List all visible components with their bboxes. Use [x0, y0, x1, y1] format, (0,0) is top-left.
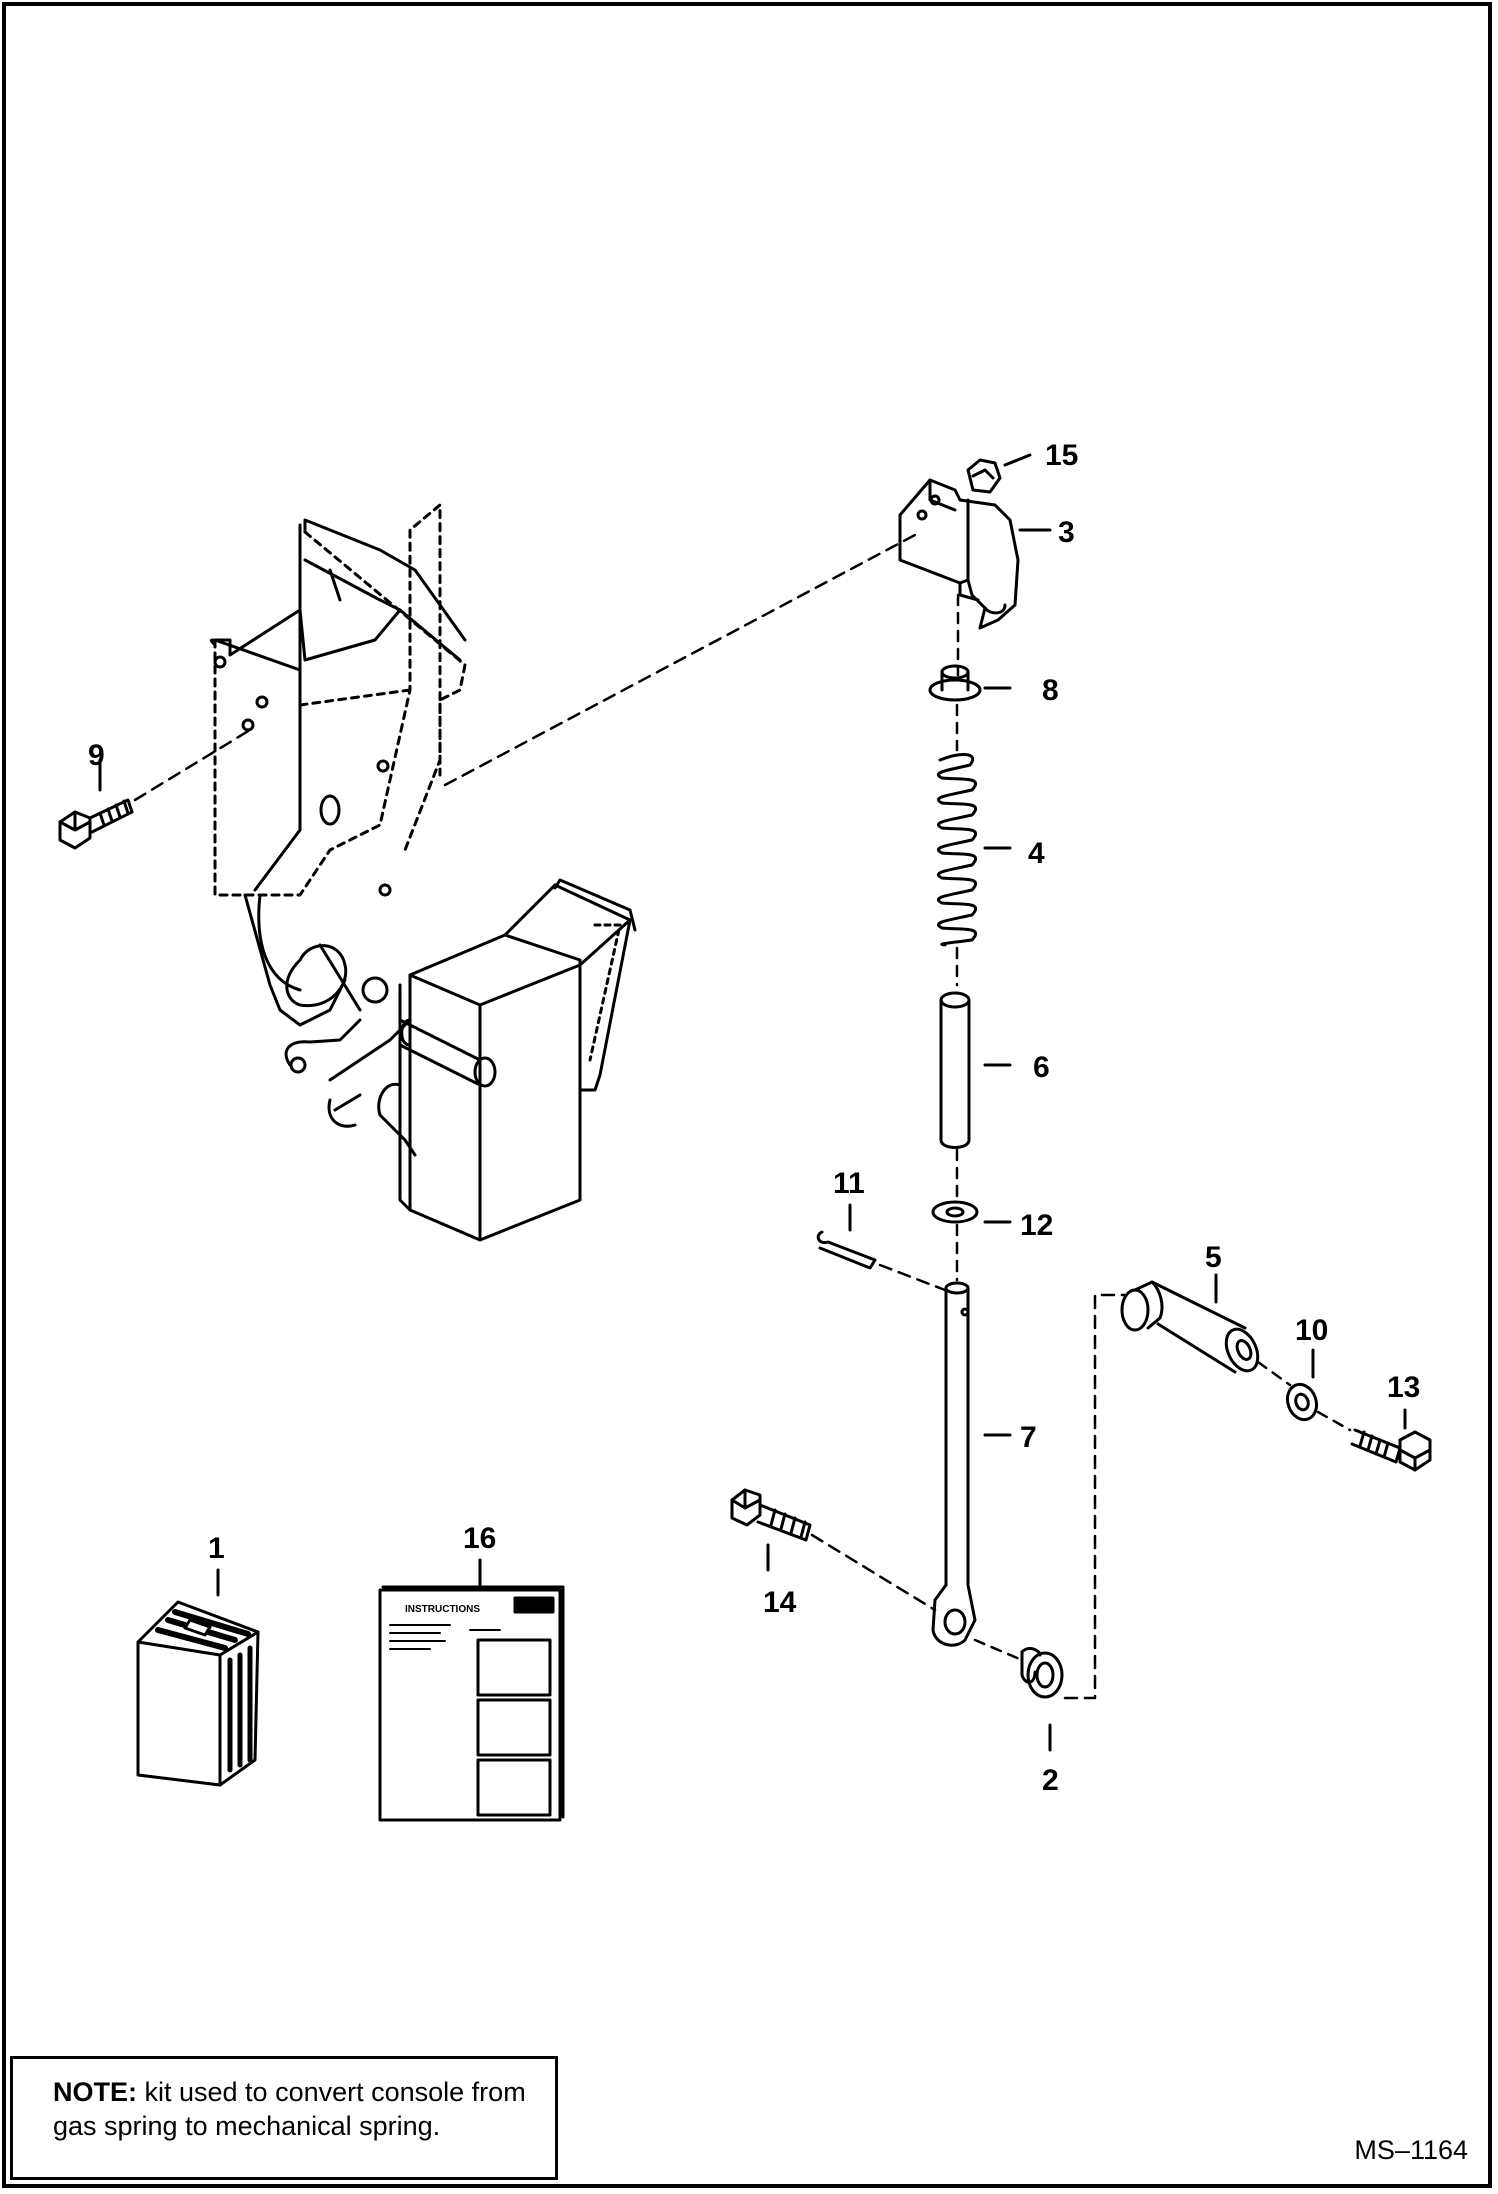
callout-4: 4 — [1028, 837, 1045, 870]
leader-lines — [98, 453, 1407, 1752]
callout-10: 10 — [1295, 1314, 1328, 1347]
part-7-rod — [931, 1281, 977, 1647]
callout-9: 9 — [88, 739, 105, 772]
callout-3: 3 — [1058, 516, 1075, 549]
part-4-spring — [937, 753, 977, 947]
callout-11: 11 — [833, 1167, 865, 1200]
part-9-bolt — [58, 798, 134, 850]
part-16-instruction-booklet — [378, 1585, 565, 1822]
note-box: NOTE: kit used to convert console from g… — [10, 2056, 558, 2180]
part-11-cotter-pin — [816, 1230, 877, 1270]
part-2-bushing — [1020, 1647, 1064, 1699]
callout-7: 7 — [1020, 1421, 1037, 1454]
note-prefix: NOTE: — [53, 2077, 137, 2107]
part-5-pin — [1120, 1280, 1260, 1374]
part-1-foam-block — [136, 1600, 260, 1787]
callout-8: 8 — [1042, 674, 1059, 707]
callout-6: 6 — [1033, 1051, 1050, 1084]
part-8-bushing — [928, 664, 982, 702]
note-text: kit used to convert console from gas spr… — [53, 2077, 526, 2141]
callout-15: 15 — [1045, 439, 1078, 472]
callout-5: 5 — [1205, 1241, 1222, 1274]
part-12-washer — [931, 1200, 979, 1224]
callout-12: 12 — [1020, 1209, 1053, 1242]
part-14-bolt — [730, 1488, 812, 1542]
drawing-code: MS–1164 — [1354, 2135, 1468, 2165]
callout-16: 16 — [463, 1522, 496, 1555]
booklet-title: INSTRUCTIONS — [405, 1604, 480, 1615]
console-bracket — [209, 503, 637, 1242]
part-15-nut — [966, 458, 1002, 494]
part-10-lock-washer — [1285, 1382, 1319, 1422]
part-6-sleeve — [939, 991, 971, 1149]
callout-1: 1 — [208, 1532, 225, 1565]
callout-2: 2 — [1042, 1764, 1059, 1797]
callout-14: 14 — [763, 1586, 797, 1619]
callout-13: 13 — [1387, 1371, 1420, 1404]
part-3-bracket — [898, 478, 1020, 630]
part-13-bolt — [1350, 1428, 1432, 1472]
